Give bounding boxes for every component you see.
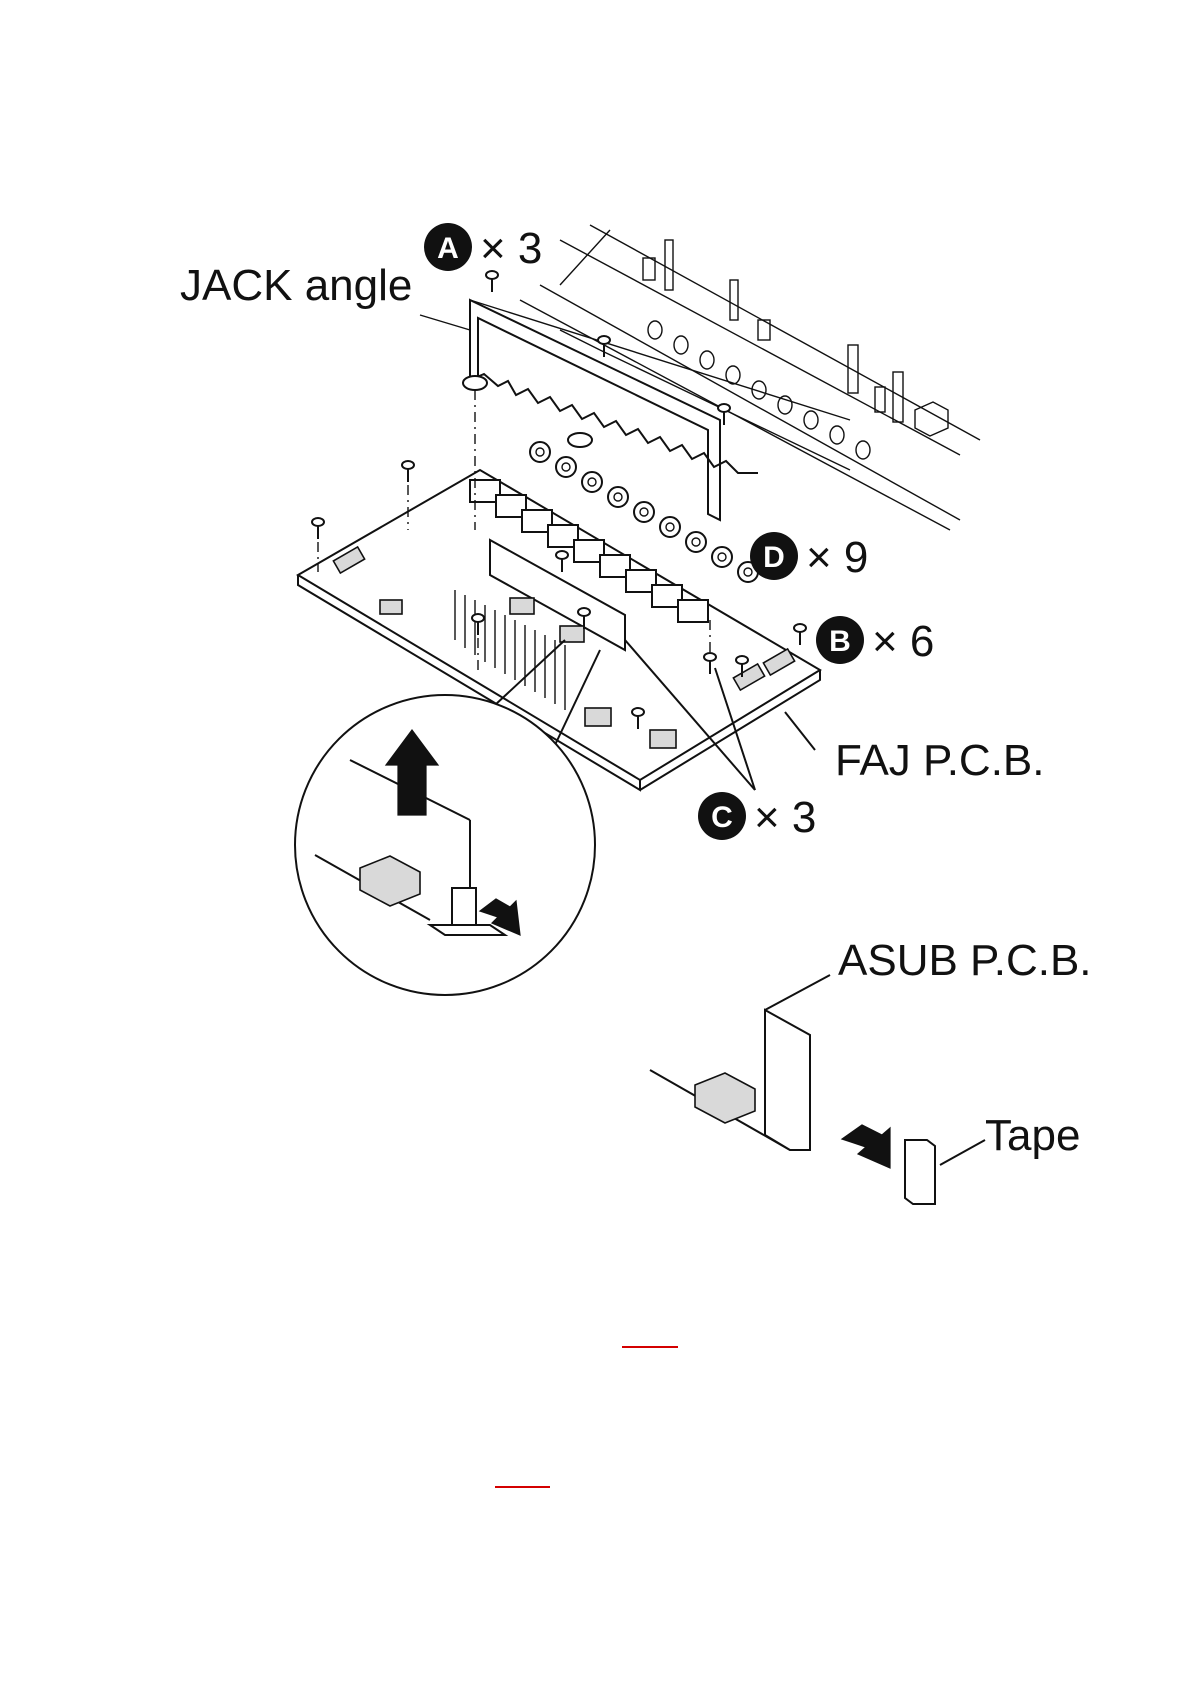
screw-c-badge: C × 3 — [698, 792, 816, 842]
svg-text:D: D — [763, 541, 785, 574]
rear-chassis — [470, 225, 980, 530]
tape-label: Tape — [985, 1111, 1080, 1160]
tape-arrow-icon — [842, 1125, 890, 1168]
svg-text:× 3: × 3 — [480, 224, 542, 273]
asub-detail — [650, 1010, 935, 1204]
screw-a-badge: A × 3 — [424, 223, 542, 273]
svg-text:× 6: × 6 — [872, 617, 934, 666]
svg-text:B: B — [829, 625, 851, 658]
screw-b-badge: B × 6 — [816, 616, 934, 666]
screw-a-1 — [486, 271, 498, 292]
faj-pcb-label: FAJ P.C.B. — [835, 736, 1045, 785]
svg-text:C: C — [711, 801, 733, 834]
svg-text:A: A — [437, 232, 459, 265]
jack-angle-label: JACK angle — [180, 261, 412, 310]
svg-text:× 9: × 9 — [806, 533, 868, 582]
screw-b-6 — [794, 624, 806, 645]
asub-pcb-label: ASUB P.C.B. — [838, 936, 1092, 985]
svg-text:× 3: × 3 — [754, 793, 816, 842]
tape-piece — [905, 1140, 935, 1204]
screw-d-badge: D × 9 — [750, 532, 868, 582]
